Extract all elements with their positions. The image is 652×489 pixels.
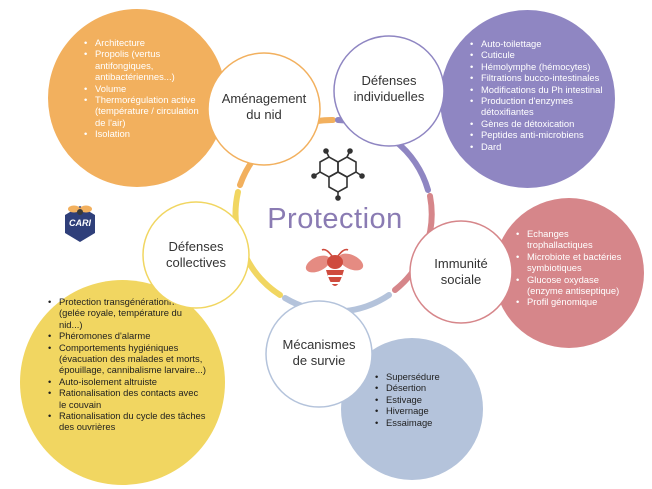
wasp-icon: [305, 248, 364, 291]
list-item: Peptides anti-microbiens: [470, 129, 612, 141]
list-item: Thermorégulation active (température / c…: [84, 94, 208, 128]
defenses-individuelles-blob: Auto-toilettage Cuticule Hémolymphe (hém…: [440, 10, 615, 188]
cari-logo: [65, 205, 95, 242]
list-item: Estivage: [375, 394, 475, 406]
list-item: Echanges trophallactiques: [516, 228, 628, 251]
mecanismes-list: Supersédure Désertion Estivage Hivernage…: [375, 371, 475, 428]
mecanismes-circle: [265, 300, 373, 408]
list-item: Dard: [470, 141, 612, 153]
list-item: Cuticule: [470, 49, 612, 61]
defenses-individuelles-circle: [333, 35, 445, 147]
list-item: Profil génomique: [516, 296, 628, 308]
list-item: Propolis (vertus antifongiques, antibact…: [84, 48, 208, 82]
list-item: Production d'enzymes détoxifiantes: [470, 95, 612, 118]
list-item: Isolation: [84, 128, 208, 140]
list-item: Auto-toilettage: [470, 38, 612, 50]
list-item: Phéromones d'alarme: [48, 330, 208, 342]
mecanismes-label-line2: de survie: [292, 353, 346, 368]
immunite-sociale-circle: [409, 220, 513, 324]
defenses-individuelles-label-line1: Défenses: [361, 73, 417, 88]
defenses-collectives-blob: Protection transgénérationnelle (gelée r…: [20, 280, 225, 485]
defenses-collectives-label: Défenses collectives: [146, 239, 246, 271]
defenses-individuelles-label-line2: individuelles: [353, 89, 425, 104]
list-item: Volume: [84, 83, 208, 95]
immunite-sociale-label: Immunité sociale: [413, 256, 509, 288]
list-item: Architecture: [84, 37, 208, 49]
list-item: Désertion: [375, 382, 475, 394]
defenses-collectives-circle: [142, 201, 250, 309]
list-item: Gènes de détoxication: [470, 118, 612, 130]
list-item: Comportements hygiéniques (évacuation de…: [48, 342, 208, 376]
mecanismes-label: Mécanismes de survie: [269, 337, 369, 369]
list-item: Hémolymphe (hémocytes): [470, 61, 612, 73]
amenagement-circle: [207, 52, 321, 166]
immunite-sociale-blob: Echanges trophallactiques Microbiote et …: [494, 198, 644, 348]
list-item: Essaimage: [375, 417, 475, 429]
list-item: Microbiote et bactéries symbiotiques: [516, 251, 628, 274]
list-item: Auto-isolement altruiste: [48, 376, 208, 388]
defenses-collectives-list: Protection transgénérationnelle (gelée r…: [48, 296, 208, 433]
list-item: Glucose oxydase (enzyme antiseptique): [516, 274, 628, 297]
list-item: Supersédure: [375, 371, 475, 383]
defenses-individuelles-list: Auto-toilettage Cuticule Hémolymphe (hém…: [470, 38, 612, 152]
mecanismes-label-line1: Mécanismes: [282, 337, 356, 352]
center-title: Protection: [267, 203, 403, 235]
defenses-collectives-label-line1: Défenses: [168, 239, 224, 254]
honeycomb-icon: [311, 148, 365, 201]
amenagement-label-line1: Aménagement: [221, 91, 307, 106]
immunite-sociale-label-line1: Immunité: [434, 256, 488, 271]
defenses-collectives-label-line2: collectives: [166, 255, 226, 270]
list-item: Protection transgénérationnelle (gelée r…: [48, 296, 208, 330]
immunite-sociale-label-line2: sociale: [440, 272, 482, 287]
amenagement-list: Architecture Propolis (vertus antifongiq…: [84, 37, 208, 140]
list-item: Rationalisation des contacts avec le cou…: [48, 387, 208, 410]
list-item: Rationalisation du cycle des tâches des …: [48, 410, 208, 433]
amenagement-blob: Architecture Propolis (vertus antifongiq…: [48, 9, 226, 187]
amenagement-label-line2: du nid: [246, 107, 282, 122]
list-item: Hivernage: [375, 405, 475, 417]
list-item: Filtrations bucco-intestinales: [470, 72, 612, 84]
cari-logo-text: CARI: [69, 218, 91, 228]
defenses-individuelles-label: Défenses individuelles: [337, 73, 441, 105]
list-item: Modifications du Ph intestinal: [470, 84, 612, 96]
amenagement-label: Aménagement du nid: [212, 91, 316, 123]
immunite-sociale-list: Echanges trophallactiques Microbiote et …: [516, 228, 628, 308]
